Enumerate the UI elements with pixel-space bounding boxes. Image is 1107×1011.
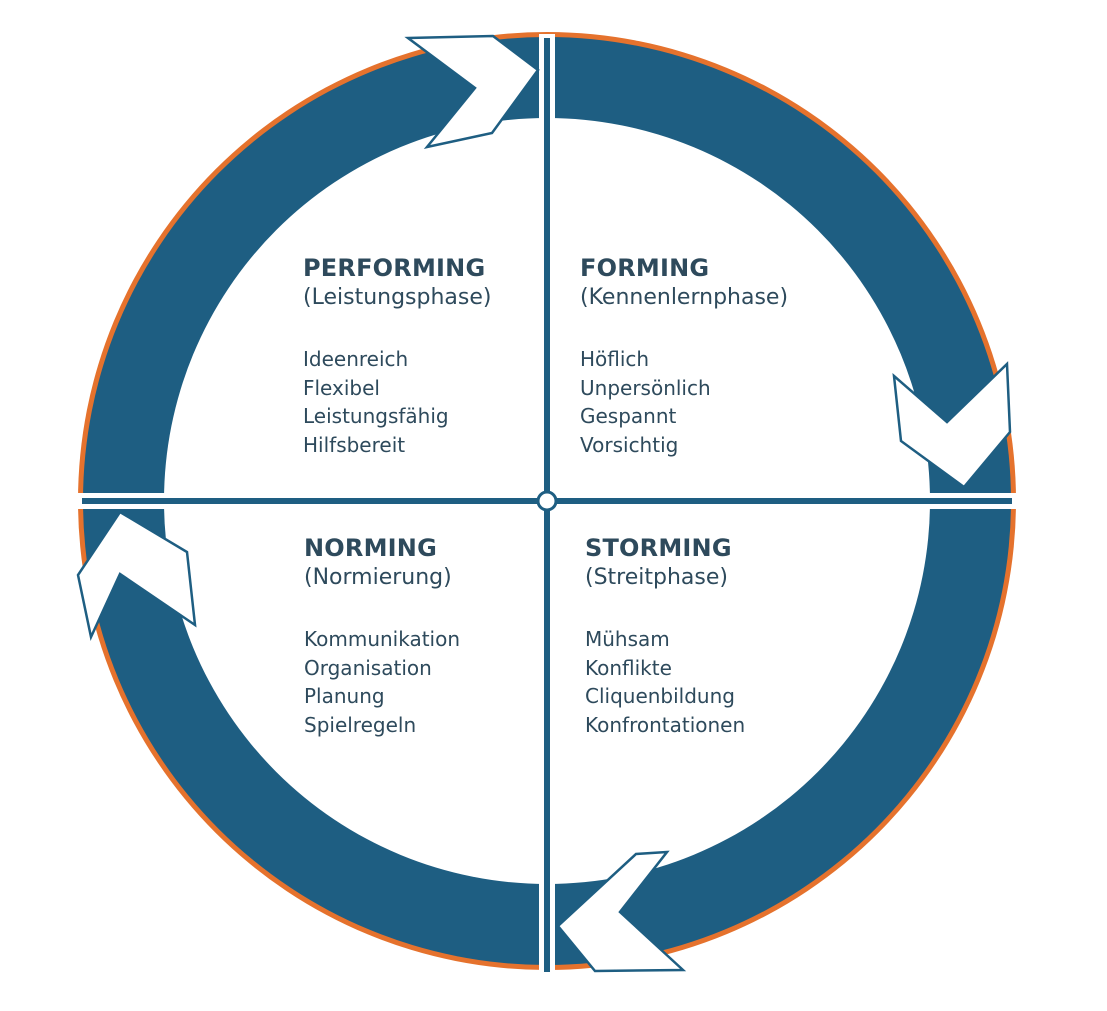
phase-subtitle: (Normierung) [304, 565, 452, 590]
phase-performing: PERFORMING (Leistungsphase) Ideenreich F… [303, 253, 491, 459]
phase-title: STORMING [585, 534, 732, 562]
trait-item: Cliquenbildung [585, 684, 735, 708]
arrow-left-up-icon [76, 510, 197, 641]
trait-item: Flexibel [303, 375, 380, 400]
phase-subtitle: (Kennenlernphase) [580, 285, 789, 310]
phase-traits-list: Kommunikation Organisation Planung Spiel… [304, 625, 460, 739]
trait-item: Konfrontationen [585, 712, 746, 737]
trait-item: Leistungsfähig [303, 404, 449, 428]
trait-item: Ideenreich [303, 347, 409, 371]
phase-subtitle: (Streitphase) [585, 565, 728, 590]
phase-norming: NORMING (Normierung) Kommunikation Organ… [304, 533, 460, 739]
trait-item: Hilfsbereit [303, 432, 406, 457]
arrow-top-right-icon [404, 34, 540, 149]
phase-traits-list: Ideenreich Flexibel Leistungsfähig Hilfs… [303, 345, 491, 459]
phase-subtitle: (Leistungsphase) [303, 285, 492, 310]
trait-item: Vorsichtig [580, 432, 679, 457]
trait-item: Gespannt [580, 404, 677, 428]
center-node [536, 490, 558, 512]
phase-title: NORMING [304, 534, 437, 562]
trait-item: Planung [304, 684, 385, 708]
arrow-bottom-left-icon [556, 850, 687, 973]
trait-item: Unpersönlich [580, 375, 711, 400]
trait-item: Kommunikation [304, 627, 461, 651]
phase-storming: STORMING (Streitphase) Mühsam Konflikte … [585, 533, 745, 739]
phase-title: PERFORMING [303, 254, 486, 282]
phase-title: FORMING [580, 254, 710, 282]
arrow-right-down-icon [892, 361, 1012, 489]
trait-item: Mühsam [585, 627, 670, 651]
phase-forming: FORMING (Kennenlernphase) Höflich Unpers… [580, 253, 788, 459]
phase-traits-list: Mühsam Konflikte Cliquenbildung Konfront… [585, 625, 745, 739]
trait-item: Organisation [304, 655, 432, 680]
trait-item: Spielregeln [304, 712, 417, 737]
trait-item: Höflich [580, 347, 650, 371]
phase-traits-list: Höflich Unpersönlich Gespannt Vorsichtig [580, 345, 788, 459]
trait-item: Konflikte [585, 655, 672, 680]
